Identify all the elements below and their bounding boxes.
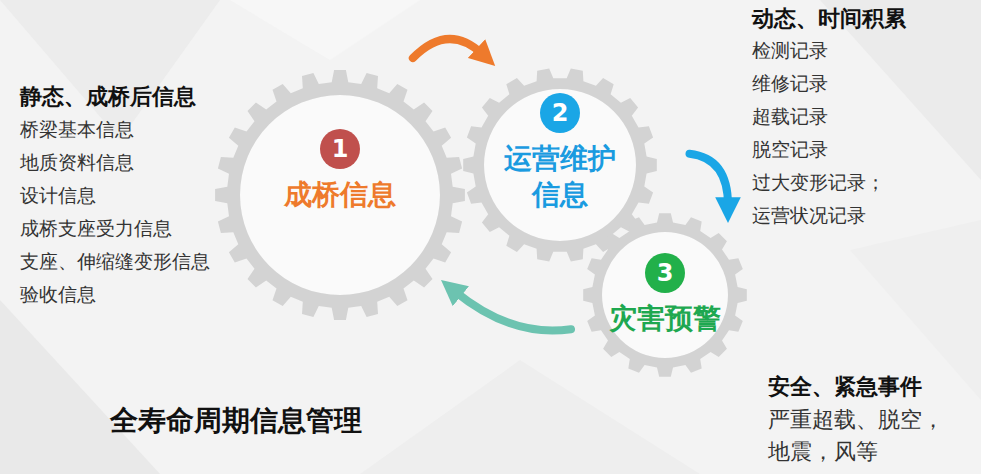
list-item: 严重超载、脱空， [768, 405, 944, 435]
list-item: 成桥支座受力信息 [20, 216, 172, 242]
gear-teeth [583, 213, 747, 377]
gear-title: 灾害预警 [609, 301, 721, 337]
list-item: 运营状况记录 [752, 203, 866, 229]
cycle-arrow [455, 291, 571, 330]
list-item: 过大变形记录； [752, 170, 885, 196]
list-item: 设计信息 [20, 183, 96, 209]
bg-facet [230, 0, 420, 60]
gear-node: 1 成桥信息 [215, 70, 465, 320]
list-item: 支座、伸缩缝变形信息 [20, 249, 210, 275]
cycle-arrow [690, 154, 729, 205]
gear-outline [583, 213, 747, 377]
list-item: 脱空记录 [752, 137, 828, 163]
callout-number: 1 [320, 129, 360, 169]
group-heading: 动态、时间积累 [752, 4, 906, 34]
group-heading: 静态、成桥后信息 [20, 82, 196, 112]
gear-face [484, 89, 636, 241]
gear-title: 成桥信息 [284, 177, 396, 213]
list-item: 超载记录 [752, 104, 828, 130]
gear-face [602, 232, 728, 358]
diagram-title: 全寿命周期信息管理 [110, 402, 362, 440]
list-item: 维修记录 [752, 71, 828, 97]
cycle-arrow [413, 39, 482, 58]
list-item: 地质资料信息 [20, 150, 134, 176]
group-heading: 安全、紧急事件 [768, 372, 922, 402]
bg-facet [360, 360, 700, 474]
gear-node: 3 灾害预警 [583, 213, 747, 377]
list-item: 桥梁基本信息 [20, 117, 134, 143]
list-item: 地震，风等 [768, 437, 878, 467]
callout-number: 2 [540, 93, 580, 133]
bg-facet [850, 220, 981, 400]
callout-number: 3 [645, 253, 685, 293]
list-item: 检测记录 [752, 38, 828, 64]
list-item: 验收信息 [20, 282, 96, 308]
bg-facet [0, 300, 160, 474]
gear-face [240, 95, 440, 295]
gear-teeth [215, 70, 465, 320]
gear-title: 运营维护信息 [502, 141, 618, 213]
